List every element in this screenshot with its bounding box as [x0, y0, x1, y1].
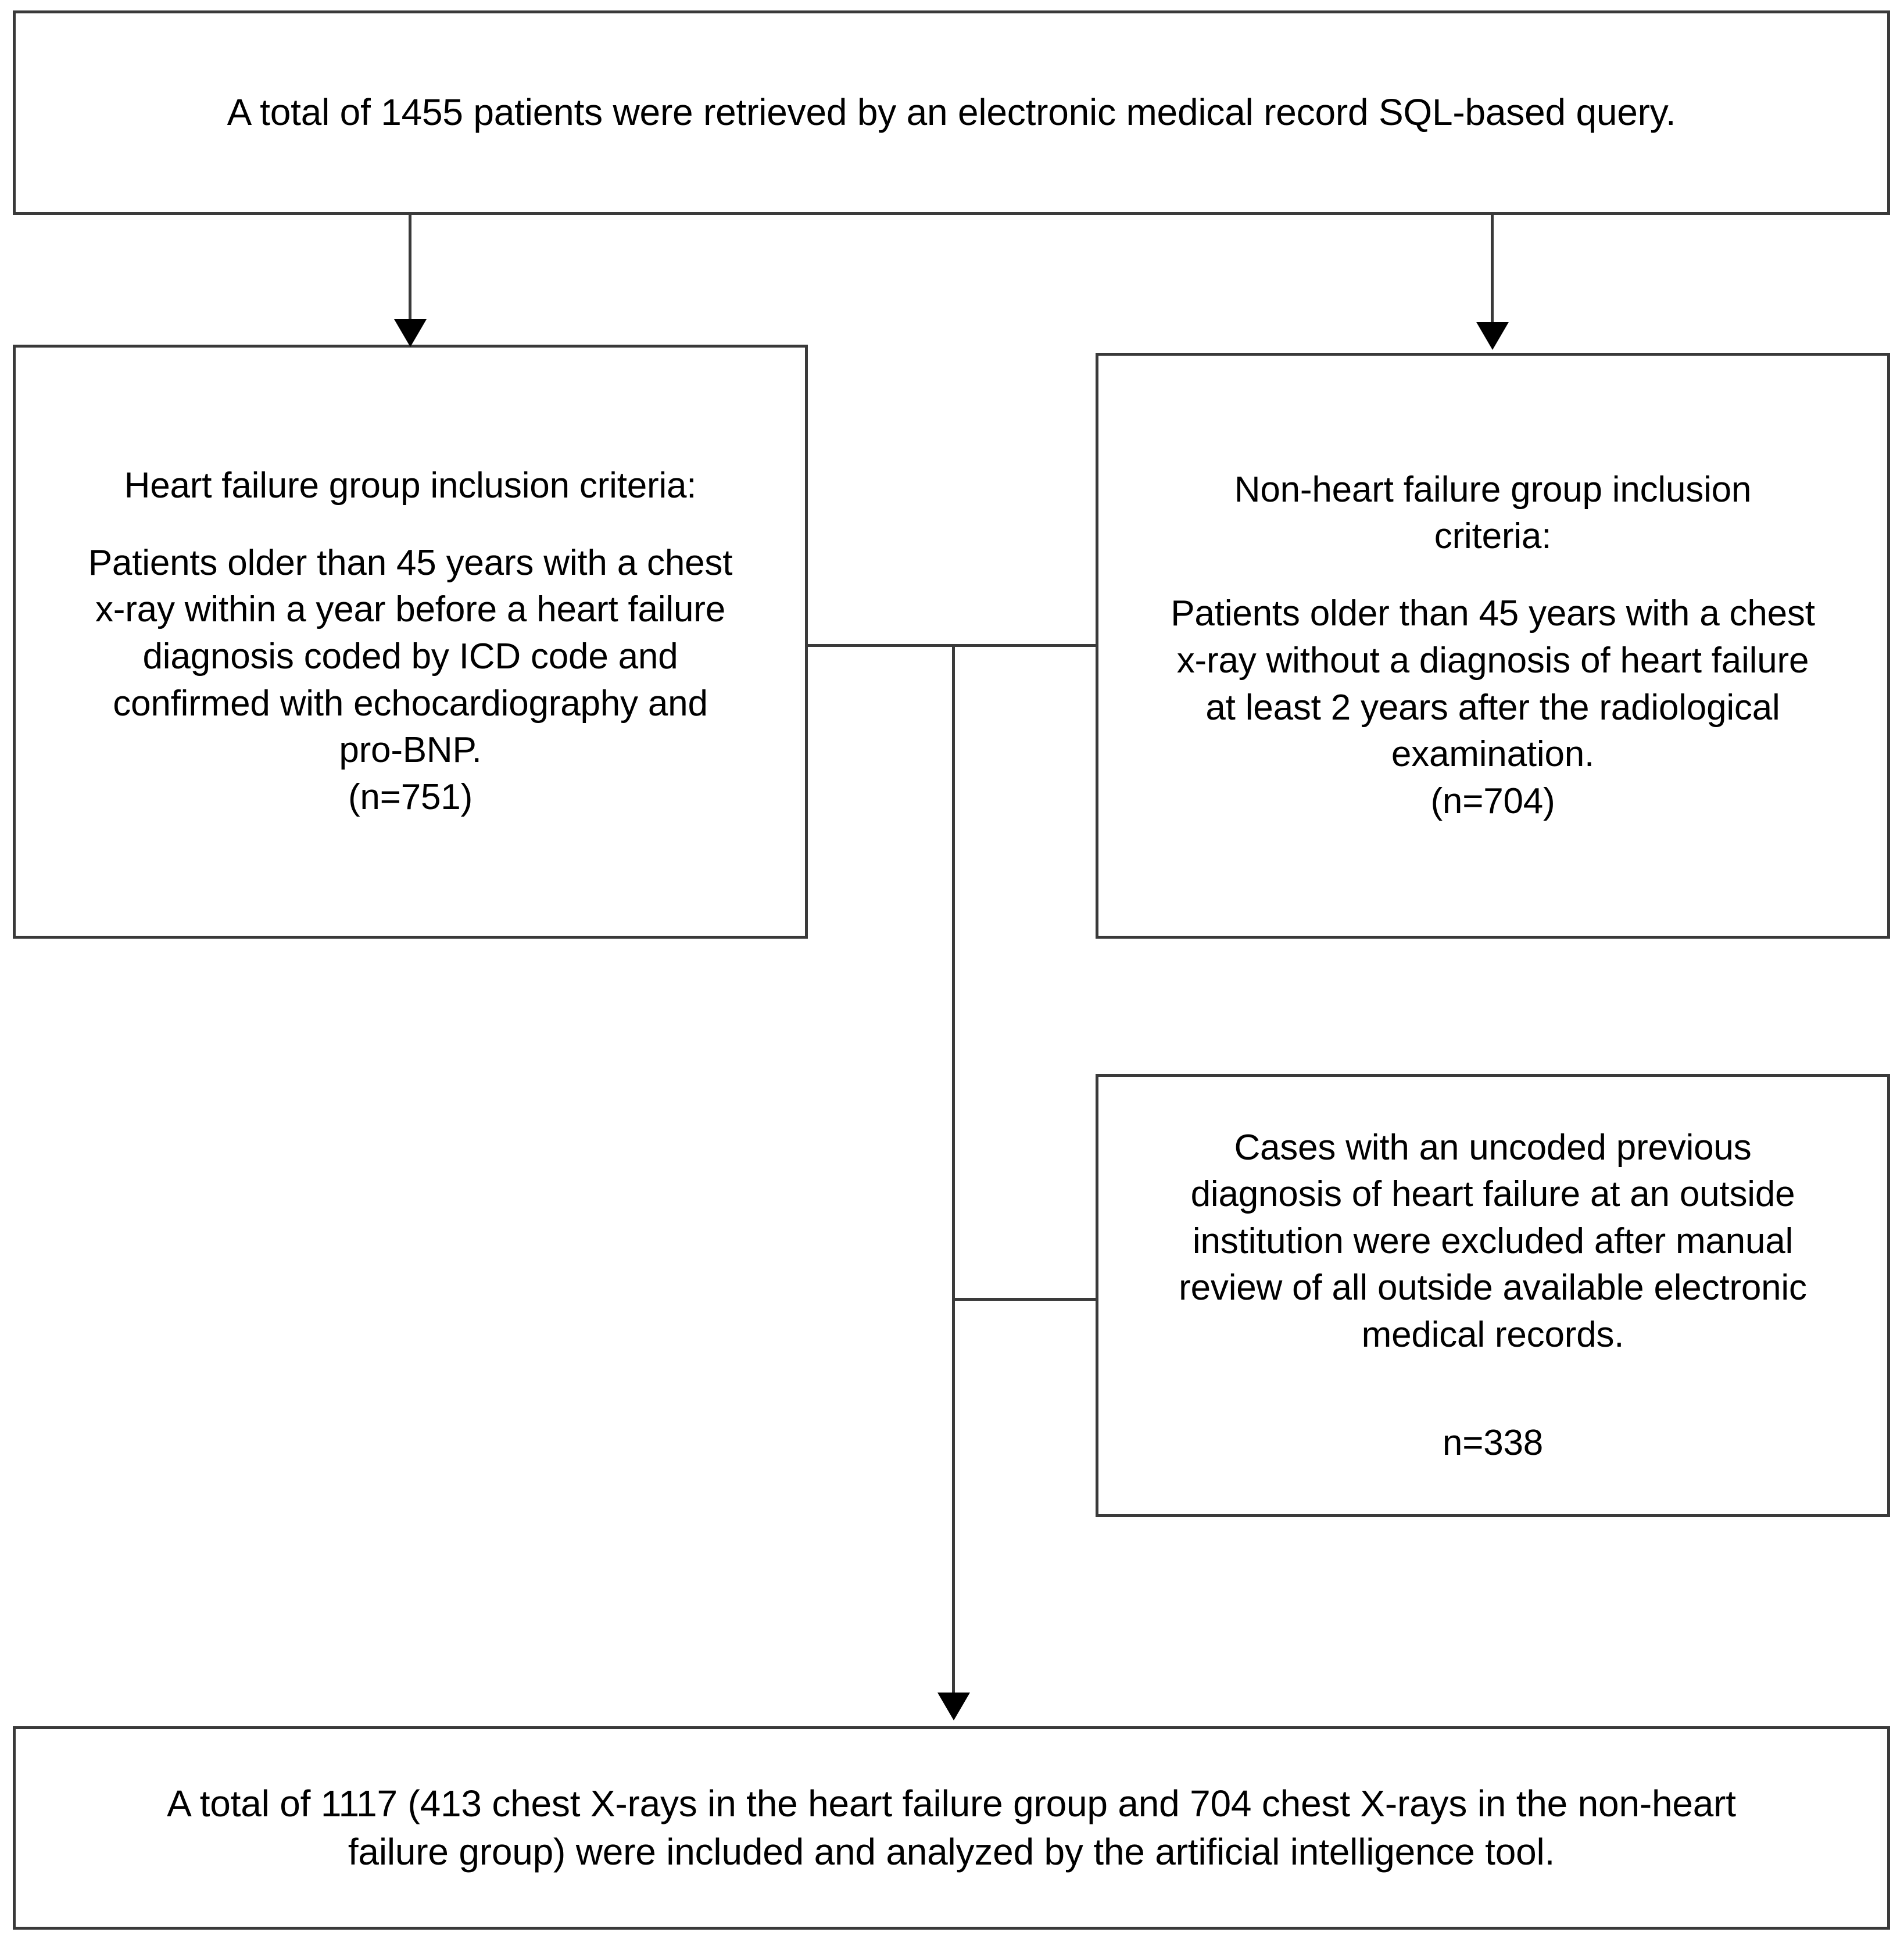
arrow-down-icon [937, 1693, 970, 1720]
node-heart-failure-inclusion: Heart failure group inclusion criteria: … [13, 345, 808, 939]
text-line: diagnosis coded by ICD code and [142, 636, 678, 677]
arrow-down-icon [394, 319, 427, 347]
node-final-cohort: A total of 1117 (413 chest X-rays in the… [13, 1726, 1890, 1930]
line-spacer [1114, 1389, 1872, 1420]
text-line: Patients older than 45 years with a ches… [1171, 593, 1815, 634]
node-total-retrieved-text: A total of 1455 patients were retrieved … [16, 88, 1887, 137]
node-non-heart-failure-count: (n=704) [1430, 781, 1555, 821]
node-heart-failure-inclusion-text: Heart failure group inclusion criteria: … [16, 463, 805, 821]
text-line: A total of 1117 (413 chest X-rays in the… [167, 1782, 1736, 1824]
line-spacer [1114, 560, 1872, 591]
text-line: criteria: [1434, 516, 1552, 557]
line-spacer [31, 509, 790, 540]
line-spacer [1114, 1359, 1872, 1390]
edge-trunk-to-excluded [952, 1298, 1096, 1301]
text-line: A total of 1455 patients were retrieved … [227, 91, 1676, 134]
text-line: diagnosis of heart failure at an outside [1190, 1174, 1795, 1215]
node-total-retrieved: A total of 1455 patients were retrieved … [13, 10, 1890, 215]
text-line: Non-heart failure group inclusion [1234, 469, 1752, 510]
text-line: Patients older than 45 years with a ches… [88, 542, 733, 583]
text-line: Heart failure group inclusion criteria: [124, 465, 697, 506]
text-line: institution were excluded after manual [1192, 1221, 1794, 1261]
arrow-down-icon [1476, 322, 1509, 350]
edge-top-to-non-heart-failure-line [1491, 215, 1494, 325]
node-excluded-cases: Cases with an uncoded previous diagnosis… [1096, 1074, 1890, 1517]
text-line: review of all outside available electron… [1179, 1268, 1807, 1308]
text-line: failure group) were included and analyze… [348, 1831, 1555, 1873]
text-line: x-ray within a year before a heart failu… [95, 589, 726, 630]
edge-top-to-heart-failure-line [409, 215, 411, 323]
text-line: at least 2 years after the radiological [1205, 687, 1780, 728]
text-line: x-ray without a diagnosis of heart failu… [1176, 641, 1809, 681]
node-excluded-cases-text: Cases with an uncoded previous diagnosis… [1098, 1125, 1887, 1467]
text-line: Cases with an uncoded previous [1234, 1127, 1752, 1168]
node-excluded-count: n=338 [1442, 1422, 1544, 1463]
node-heart-failure-count: (n=751) [348, 777, 473, 817]
node-final-cohort-text: A total of 1117 (413 chest X-rays in the… [16, 1780, 1887, 1876]
text-line: pro-BNP. [339, 730, 482, 771]
text-line: medical records. [1361, 1314, 1624, 1355]
node-non-heart-failure-inclusion: Non-heart failure group inclusion criter… [1096, 353, 1890, 939]
node-non-heart-failure-inclusion-text: Non-heart failure group inclusion criter… [1098, 467, 1887, 825]
edge-trunk-vertical [952, 644, 955, 1696]
text-line: confirmed with echocardiography and [113, 683, 708, 724]
text-line: examination. [1391, 734, 1595, 775]
